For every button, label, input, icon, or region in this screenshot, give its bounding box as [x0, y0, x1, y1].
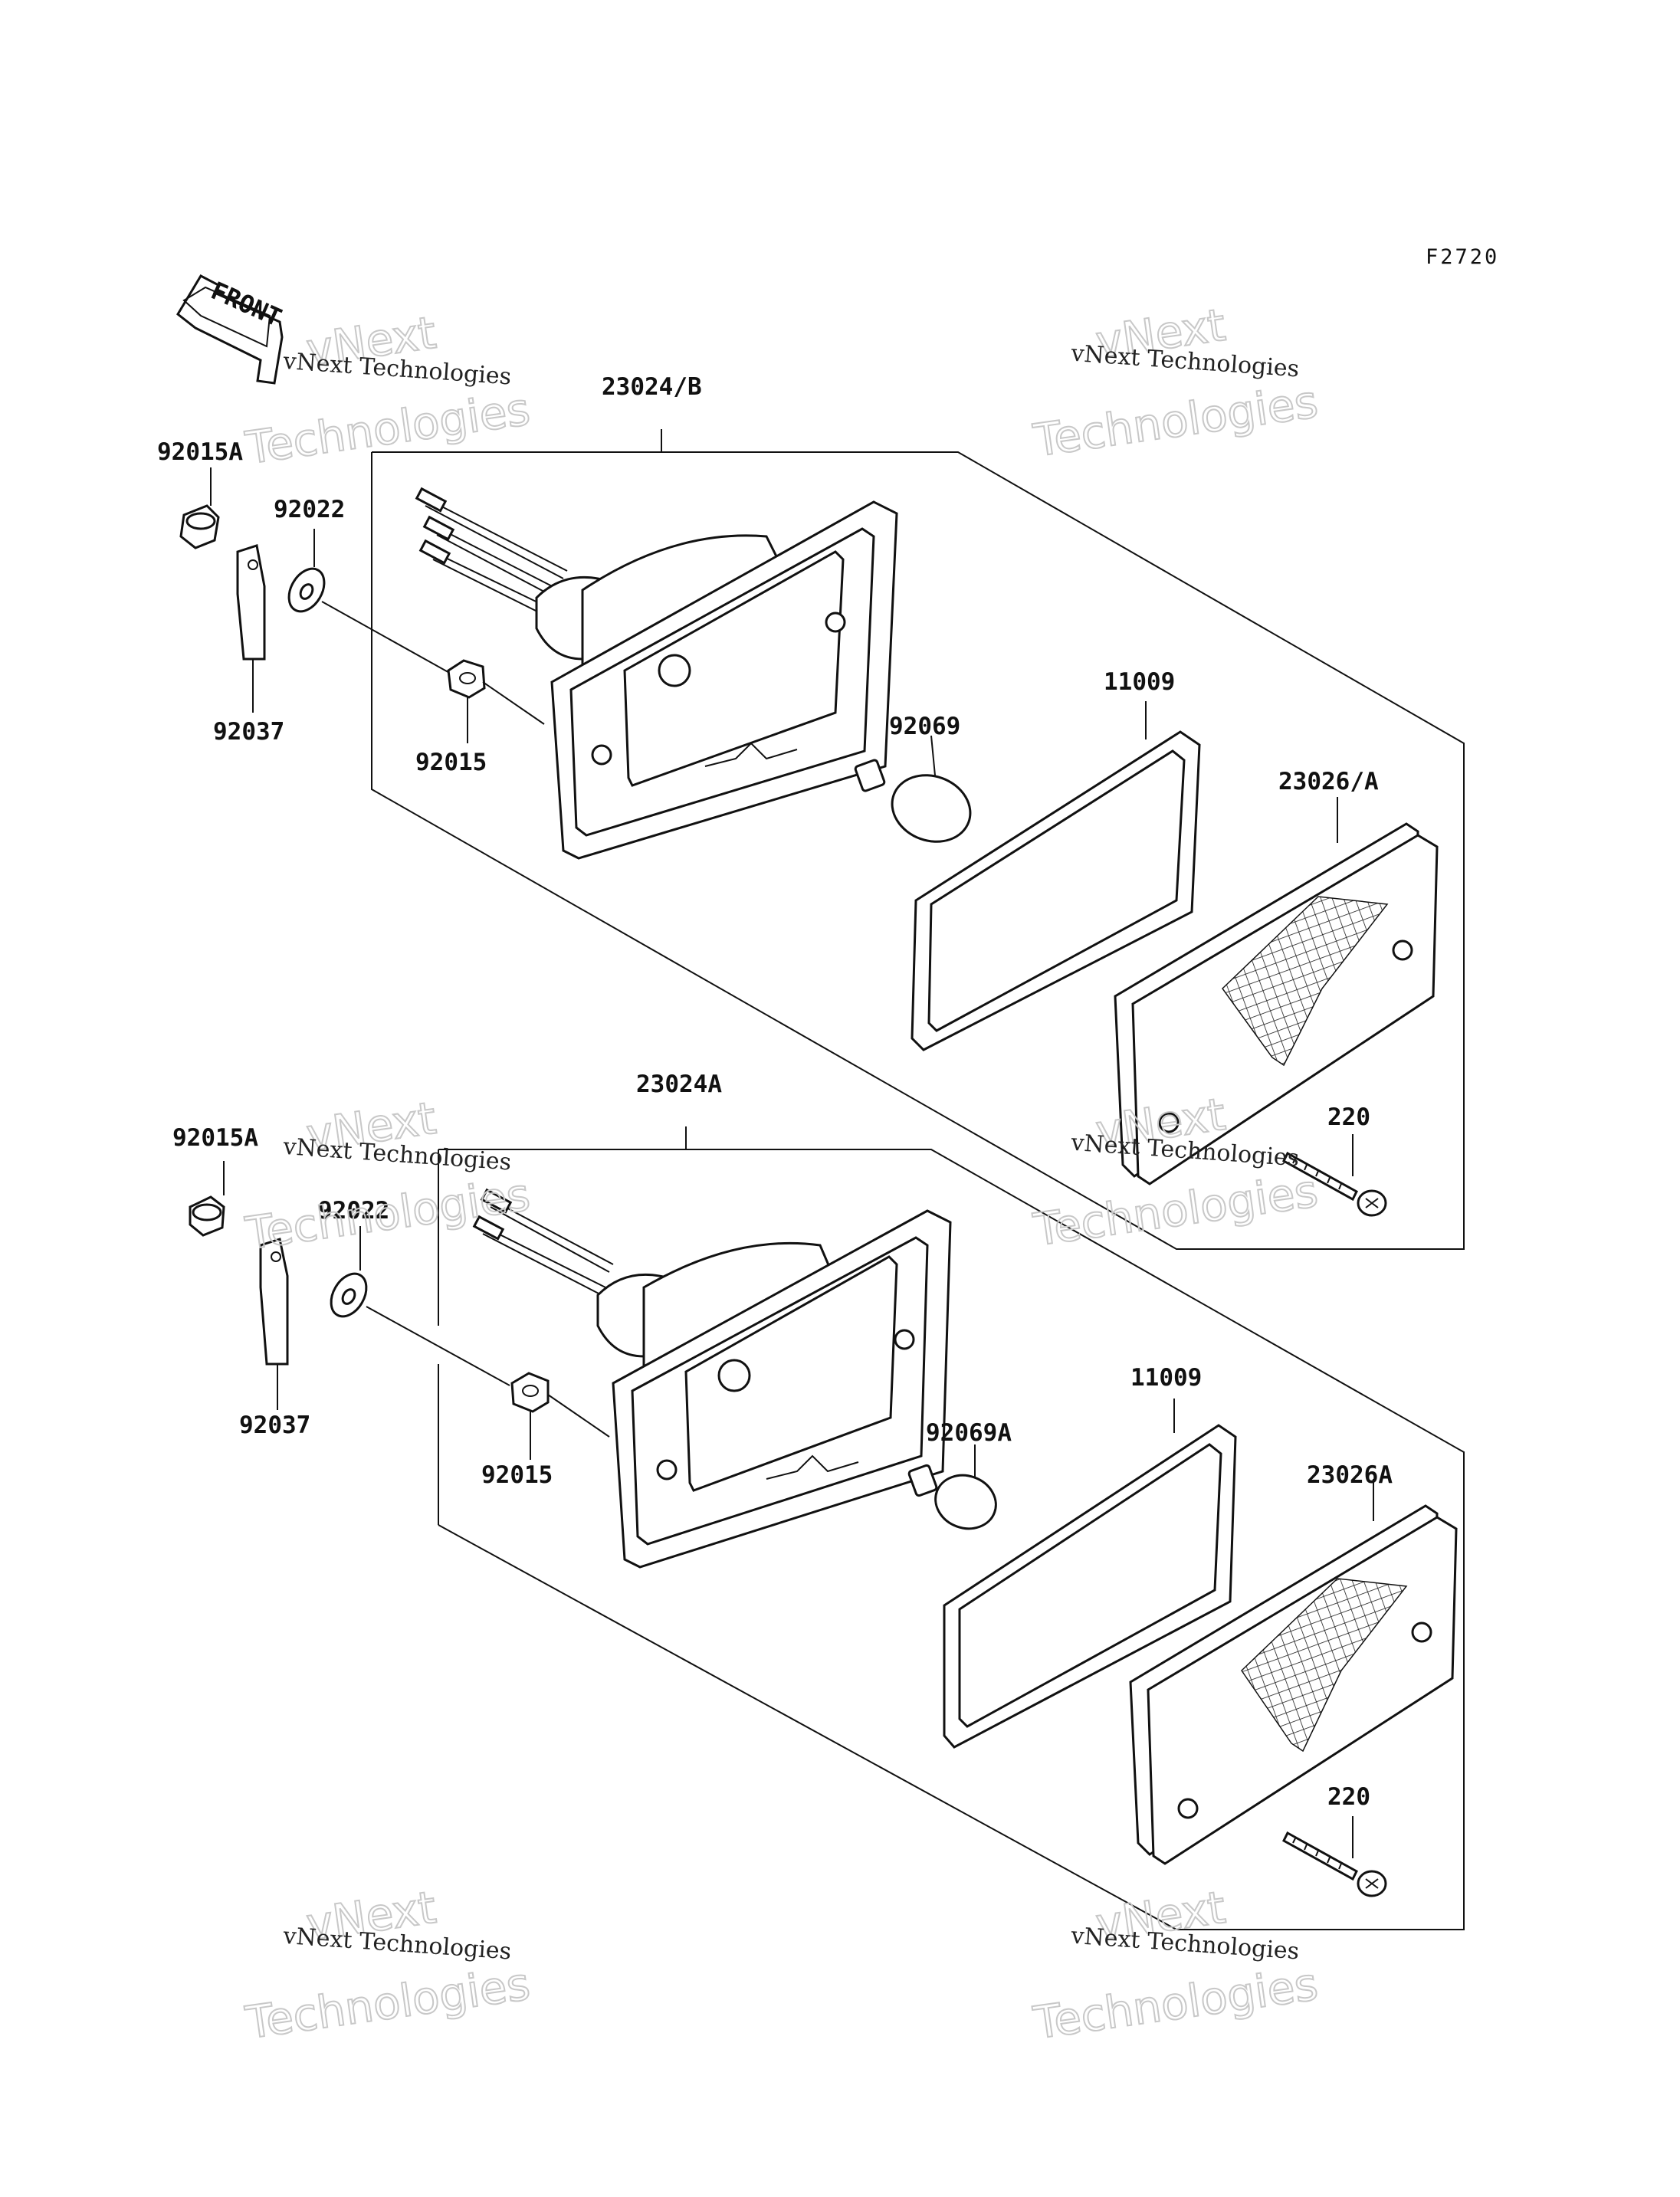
- upper-screw: [1282, 1134, 1387, 1217]
- lower-callout-cap-nut: 92015A: [172, 1124, 258, 1152]
- upper-bulb: [854, 735, 972, 843]
- lower-callout-bulb: 92069A: [926, 1419, 1012, 1447]
- lower-gasket: [943, 1399, 1237, 1749]
- lower-callout-screw: 220: [1327, 1783, 1370, 1811]
- lower-callout-lens: 23026A: [1307, 1461, 1393, 1489]
- upper-washer: [287, 529, 453, 675]
- upper-bracket: [236, 544, 266, 713]
- lower-nut: [510, 1372, 610, 1460]
- upper-callout-cap-nut: 92015A: [157, 438, 243, 466]
- lower-callout-washer: 92022: [318, 1197, 389, 1225]
- lower-bracket: [259, 1238, 289, 1410]
- upper-cap-nut: [179, 467, 220, 549]
- lower-cap-nut: [189, 1161, 225, 1237]
- upper-lens: [1114, 797, 1439, 1185]
- upper-nut: [447, 659, 545, 743]
- lower-boundary: [438, 1149, 1465, 1930]
- watermark-big-line2: Technologies: [242, 1169, 533, 1260]
- lower-assembly: 23024A 92015A 92022 92037 92015 92069A 1…: [172, 1071, 1465, 1930]
- lower-callout-lamp: 23024A: [636, 1071, 722, 1098]
- lower-washer: [330, 1226, 510, 1386]
- watermark-mid-right: vNext Technologies vNext Technologies: [1029, 1087, 1321, 1257]
- watermark-bottom-right: vNext Technologies vNext Technologies: [1029, 1881, 1321, 2050]
- upper-boundary: [371, 451, 1465, 1250]
- upper-callout-nut: 92015: [415, 749, 487, 776]
- watermark-big-line2: Technologies: [1030, 1165, 1321, 1256]
- upper-callout-lamp: 23024/B: [602, 373, 702, 401]
- lower-lamp-housing: [472, 1188, 952, 1569]
- watermark-top-left: vNext Technologies vNext Technologies: [241, 306, 533, 475]
- upper-assembly: 23024/B 92015A 92022 92037 92015 92069 1…: [157, 373, 1465, 1250]
- upper-callout-screw: 220: [1327, 1103, 1370, 1131]
- upper-callout-lens: 23026/A: [1278, 768, 1379, 795]
- figure-code: F2720: [1426, 245, 1499, 269]
- lower-lens: [1129, 1479, 1458, 1865]
- lower-callout-gasket: 11009: [1130, 1364, 1202, 1392]
- lower-callout-nut: 92015: [481, 1461, 553, 1489]
- upper-callout-bulb: 92069: [889, 713, 960, 740]
- lower-bulb: [907, 1444, 997, 1530]
- watermark-big-line2: Technologies: [1030, 375, 1321, 467]
- upper-lamp-housing: [415, 487, 898, 860]
- watermark-big-line2: Technologies: [1030, 1958, 1321, 2049]
- upper-gasket: [911, 701, 1201, 1051]
- watermark-bottom-left: vNext Technologies vNext Technologies: [241, 1881, 533, 2050]
- upper-callout-bracket: 92037: [213, 718, 284, 746]
- upper-callout-washer: 92022: [274, 496, 345, 523]
- watermark-big-line2: Technologies: [242, 383, 533, 474]
- front-arrow-icon: FRONT: [176, 274, 286, 385]
- lower-callout-bracket: 92037: [239, 1412, 310, 1439]
- watermark-top-right: vNext Technologies vNext Technologies: [1029, 298, 1321, 467]
- upper-callout-gasket: 11009: [1104, 668, 1175, 696]
- lower-screw: [1282, 1816, 1387, 1897]
- watermark-big-line2: Technologies: [242, 1958, 533, 2049]
